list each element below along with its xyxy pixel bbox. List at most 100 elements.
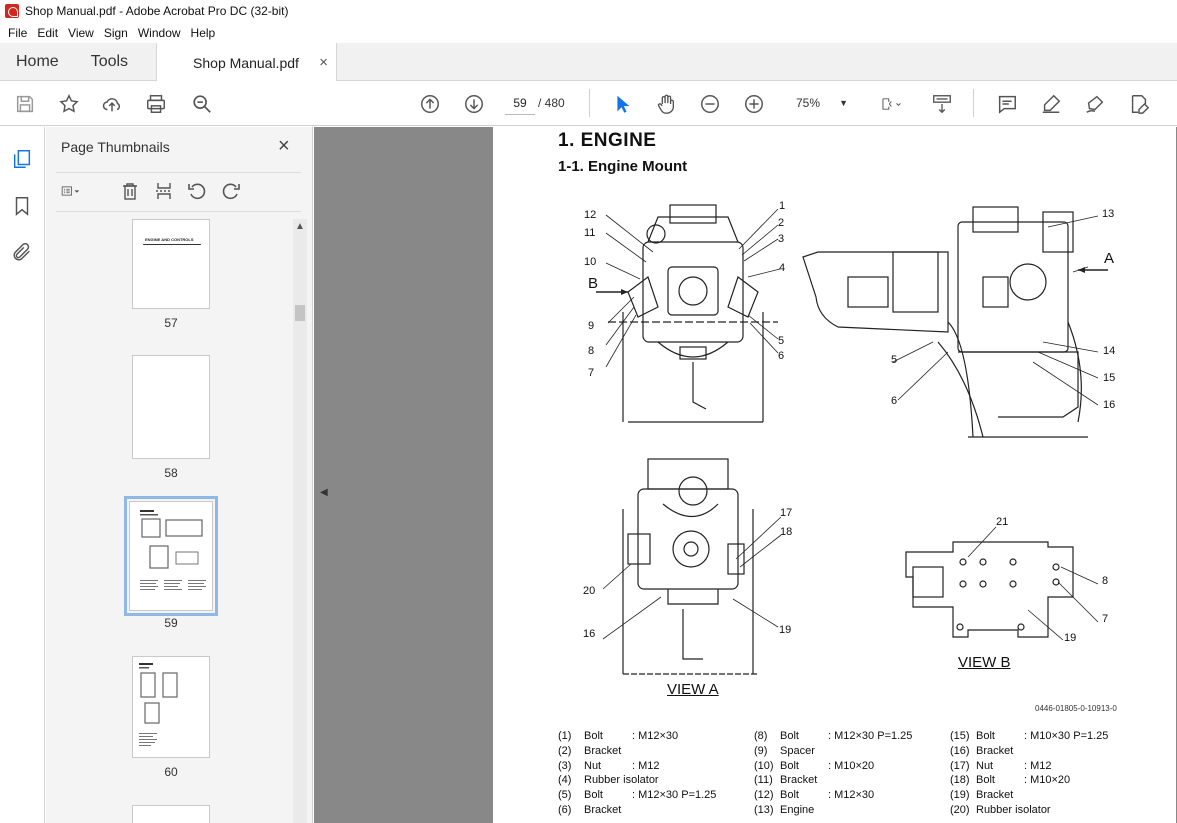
options-menu-icon[interactable] [61,181,95,203]
zoom-level-value: 75% [796,96,821,110]
callout-6-side: 6 [891,395,898,407]
menu-help[interactable]: Help [190,25,216,40]
part-row: (19)Bracket [950,789,1014,802]
tab-bar: Home Tools Shop Manual.pdf × [0,43,1177,82]
part-row: (10)Bolt: M10×20 [754,759,875,772]
callout-1: 1 [779,200,786,212]
menu-window[interactable]: Window [137,25,181,40]
toolbar: 59 / 480 75% ▼ [0,81,1177,126]
part-row: (20)Rubber isolator [950,803,1051,816]
print-icon[interactable] [144,92,168,116]
menu-view[interactable]: View [68,25,94,40]
sign-pen-icon[interactable] [1083,92,1107,116]
figure-code: 0446-01805-0-10913-0 [1035,704,1117,713]
scroll-mode-icon[interactable] [930,92,954,116]
parts-column-2: (8)Bolt: M12×30 P=1.25 (9)Spacer (10)Bol… [754,730,954,819]
upload-cloud-icon[interactable] [100,92,124,116]
comment-icon[interactable] [995,92,1019,116]
callout-5-side: 5 [891,354,898,366]
thumbnail-page-61[interactable] [132,805,210,823]
thumbnail-label: 58 [164,466,178,480]
callout-10: 10 [584,256,597,268]
select-cursor-icon[interactable] [610,92,634,116]
part-row: (17)Nut: M12 [950,759,1052,772]
parts-column-3: (15)Bolt: M10×30 P=1.25 (16)Bracket (17)… [950,730,1150,819]
parts-column-1: (1)Bolt: M12×30 (2)Bracket (3)Nut: M12 (… [558,730,758,819]
page-fit-icon[interactable] [875,92,909,116]
delete-trash-icon[interactable] [120,181,142,203]
part-row: (9)Spacer [754,744,815,757]
thumbnail-page-57[interactable]: ENGINE AND CONTROLS [132,219,210,309]
callout-18: 18 [780,526,793,538]
thumbnail-page-60[interactable] [132,656,210,758]
thumbnail-scrollbar[interactable]: ▲ [293,219,307,823]
tab-home[interactable]: Home [16,52,59,70]
callout-20: 20 [583,585,596,597]
collapse-panel-icon[interactable]: ◀ [320,487,328,498]
bracket-view-b-drawing [905,526,1099,641]
callout-19-b: 19 [1064,632,1077,644]
callout-5: 5 [778,335,785,347]
zoom-in-icon[interactable] [742,92,766,116]
menu-sign[interactable]: Sign [103,25,128,40]
acrobat-logo-icon [5,4,19,18]
part-row: (2)Bracket [558,744,622,757]
hand-tool-icon[interactable] [654,92,678,116]
page-number-input[interactable]: 59 [505,91,535,115]
part-row: (18)Bolt: M10×20 [950,774,1071,787]
callout-6: 6 [778,350,785,362]
next-page-icon[interactable] [462,92,486,116]
callout-14: 14 [1103,345,1116,357]
part-row: (4)Rubber isolator [558,774,659,787]
extract-pages-icon[interactable] [154,181,176,203]
tab-document[interactable]: Shop Manual.pdf × [156,43,338,82]
toolbar-divider [589,89,590,117]
scrollbar-thumb[interactable] [295,305,305,321]
menu-edit[interactable]: Edit [37,25,59,40]
arrow-label-a: A [1104,250,1115,267]
title-bar: Shop Manual.pdf - Adobe Acrobat Pro DC (… [0,0,1177,22]
callout-9: 9 [588,320,595,332]
left-navigation-rail [0,127,45,823]
menu-file[interactable]: File [8,25,28,40]
part-row: (13)Engine [754,803,815,816]
pdf-page: 1. ENGINE 1-1. Engine Mount 1 2 3 [493,127,1176,823]
part-row: (15)Bolt: M10×30 P=1.25 [950,730,1109,742]
part-row: (1)Bolt: M12×30 [558,730,679,742]
zoom-level-select[interactable]: 75% ▼ [786,91,852,115]
thumbnail-page-58[interactable] [132,355,210,459]
attachments-paperclip-icon[interactable] [11,241,35,265]
bookmarks-icon[interactable] [11,195,35,219]
part-row: (12)Bolt: M12×30 [754,789,875,802]
thumbnail-label: 57 [164,316,178,330]
zoom-out-icon[interactable] [698,92,722,116]
tab-tools[interactable]: Tools [90,52,129,70]
callout-16-a: 16 [583,628,596,640]
callout-19-a: 19 [779,624,792,636]
close-panel-icon[interactable]: × [278,135,290,157]
part-row: (8)Bolt: M12×30 P=1.25 [754,730,913,742]
view-a-label: VIEW A [667,681,719,698]
find-zoom-icon[interactable] [190,92,214,116]
save-icon[interactable] [13,92,37,116]
bookmark-star-icon[interactable] [57,92,81,116]
page-thumbnails-icon[interactable] [11,148,35,172]
callout-13: 13 [1102,208,1115,220]
close-tab-icon[interactable]: × [319,54,329,71]
tab-document-label: Shop Manual.pdf [193,54,299,71]
part-row: (5)Bolt: M12×30 P=1.25 [558,789,717,802]
rotate-clockwise-icon[interactable] [221,181,243,203]
thumbnail-list: ENGINE AND CONTROLS 57 58 59 [56,219,291,823]
thumbnail-page-59[interactable] [124,496,218,616]
callout-11: 11 [584,227,596,239]
part-row: (6)Bracket [558,803,622,816]
edit-pdf-icon[interactable] [1127,92,1151,116]
engine-front-view-drawing [596,204,781,423]
arrow-label-b: B [588,275,599,292]
page-total: / 480 [538,96,565,110]
page-subheading: 1-1. Engine Mount [558,158,688,175]
scroll-up-icon[interactable]: ▲ [295,221,305,232]
highlight-pen-icon[interactable] [1039,92,1063,116]
rotate-counterclockwise-icon[interactable] [187,181,209,203]
previous-page-icon[interactable] [418,92,442,116]
